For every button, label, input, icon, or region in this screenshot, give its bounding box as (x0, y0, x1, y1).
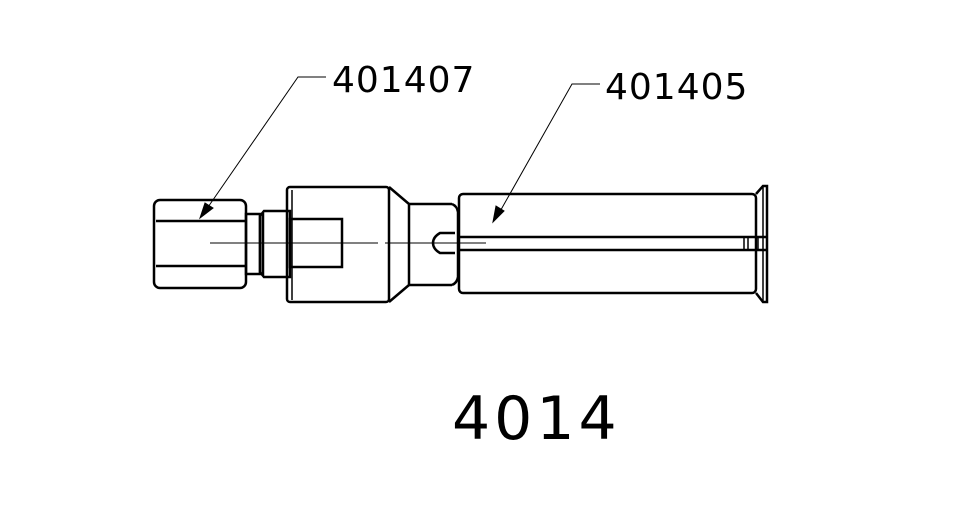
callout-label-401407: 401407 (332, 60, 476, 101)
split-collet-sleeve (457, 184, 769, 304)
assembly-number: 4014 (452, 384, 621, 454)
threaded-neck (244, 209, 292, 279)
main-body (285, 185, 411, 304)
reduced-neck (409, 202, 460, 287)
callout-label-401405: 401405 (605, 67, 749, 108)
hex-nut (152, 198, 248, 290)
